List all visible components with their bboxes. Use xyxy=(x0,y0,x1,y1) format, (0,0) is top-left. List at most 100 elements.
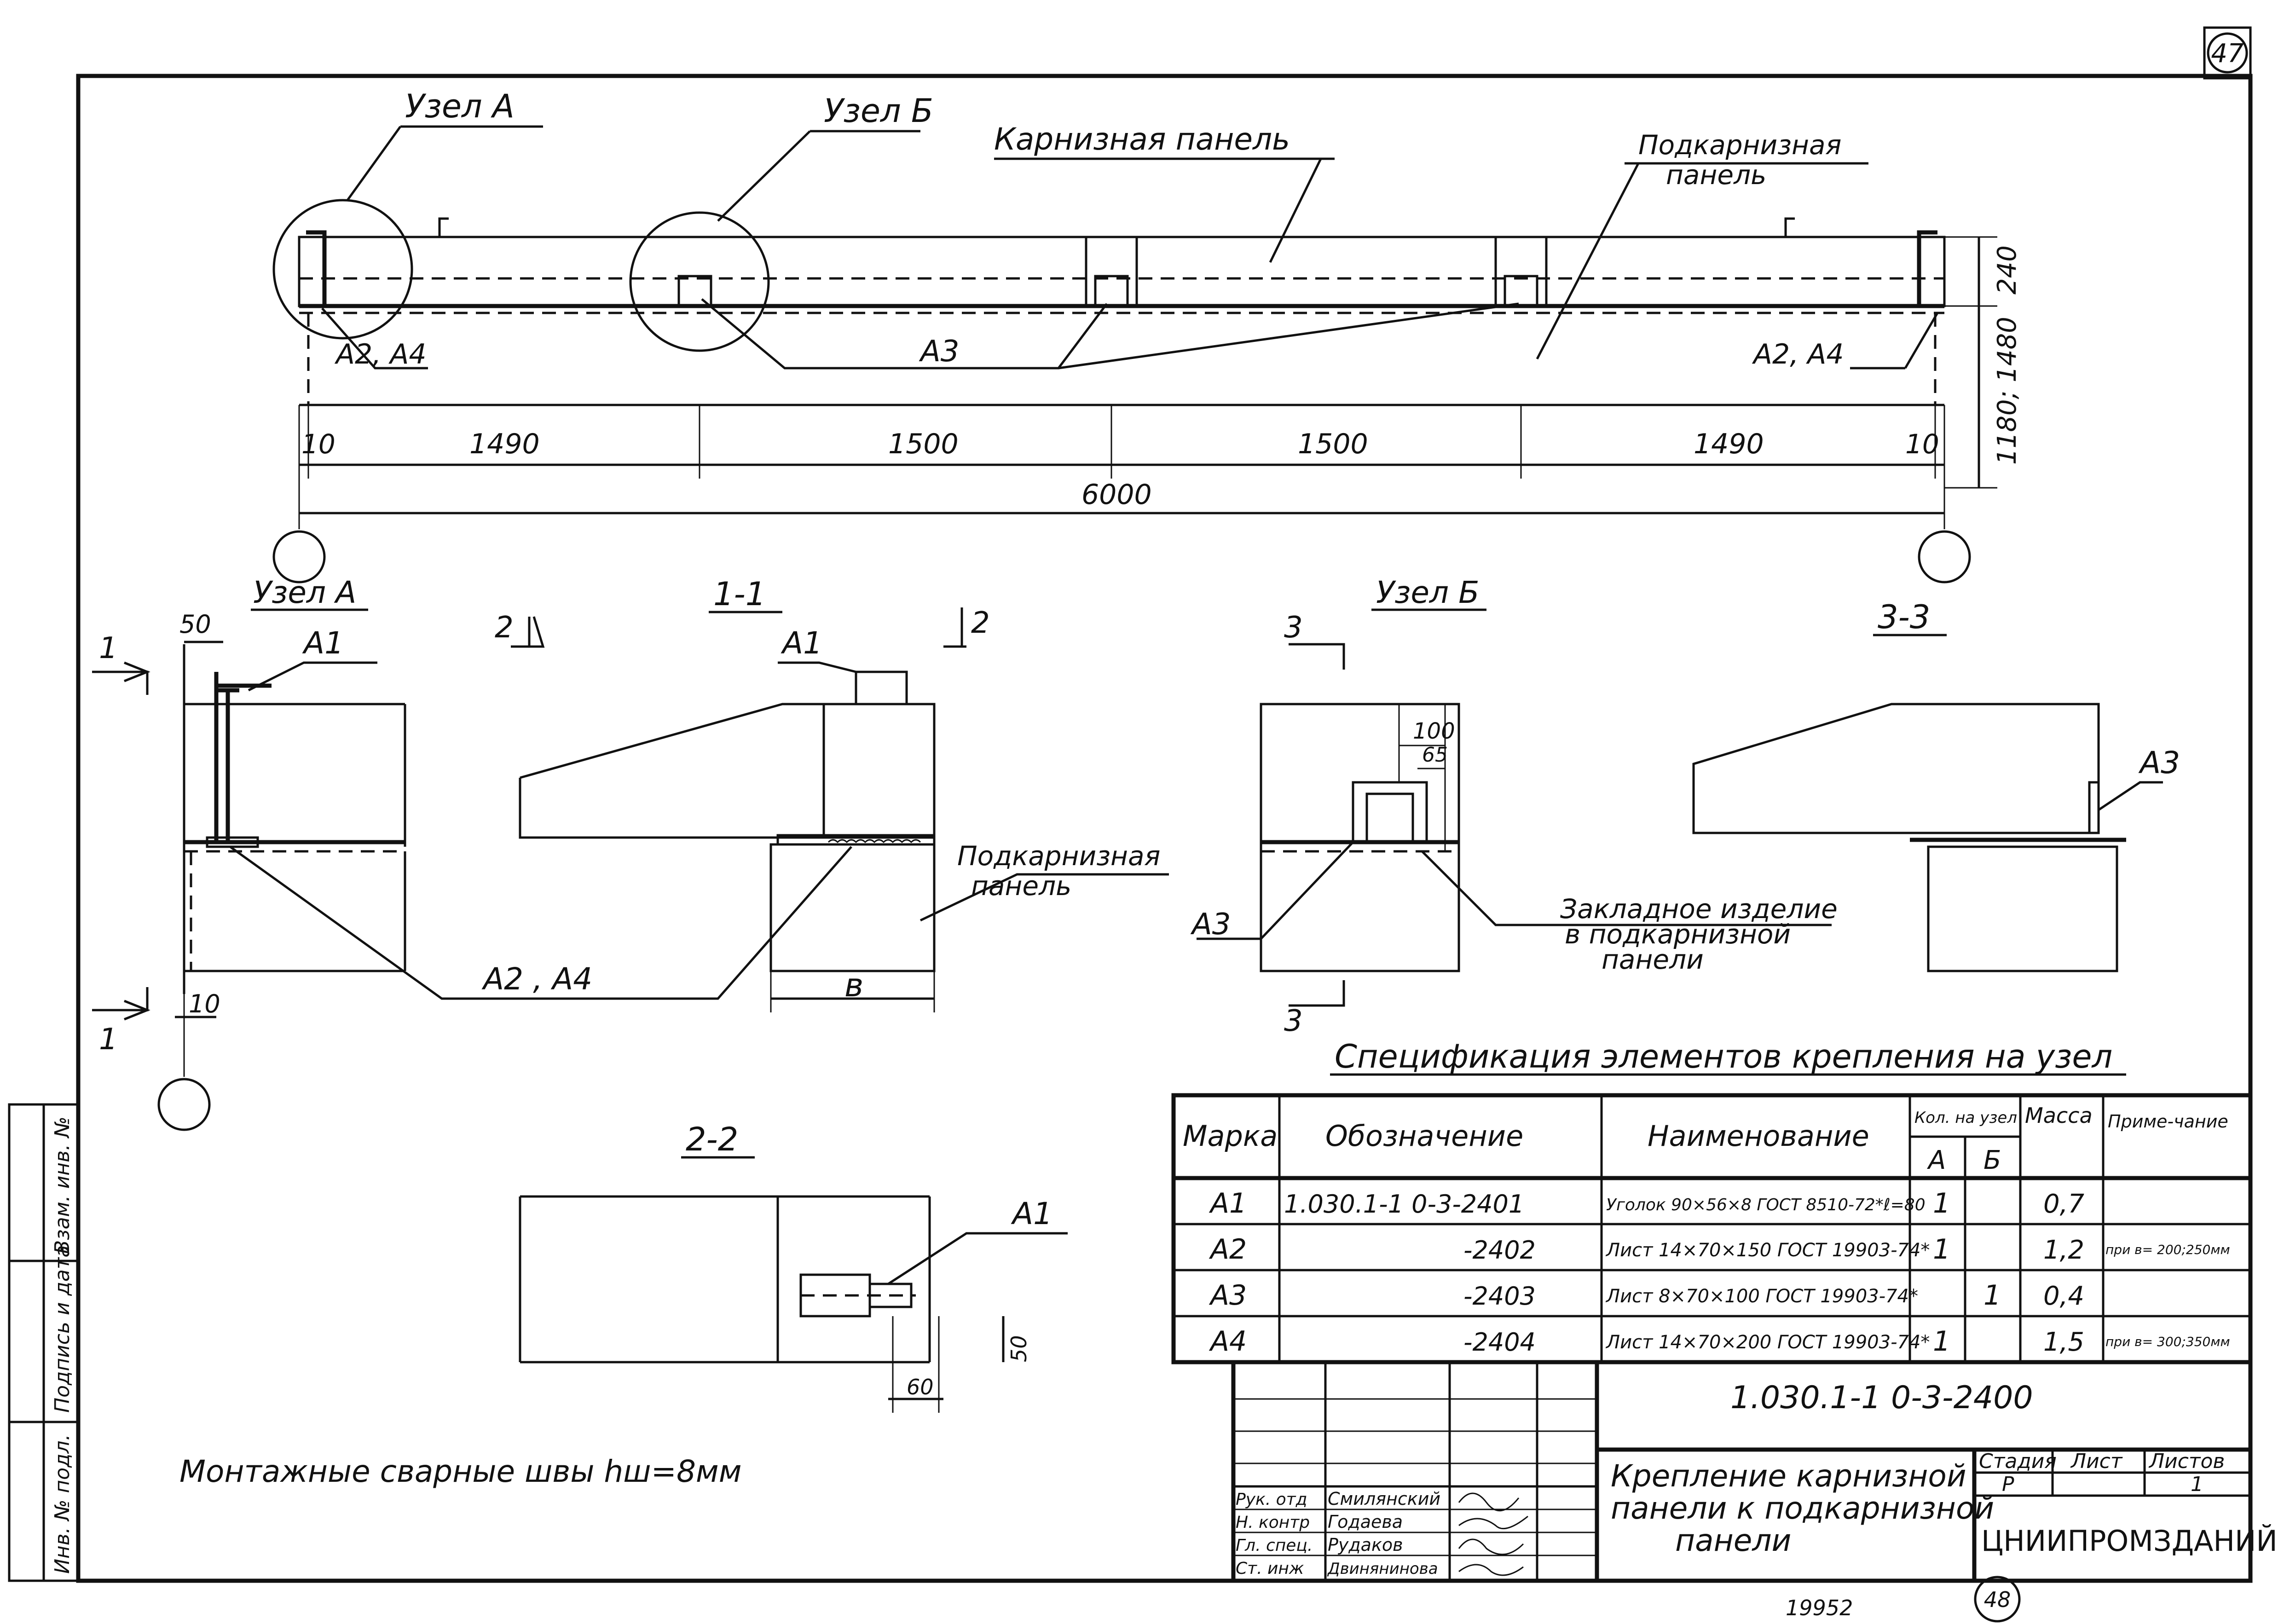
cut-2-right: 2 xyxy=(971,606,990,640)
cut-2-left: 2 xyxy=(495,611,514,645)
table-row: А4 -2404 Лист 14×70×200 ГОСТ 19903-74* 1… xyxy=(1209,1325,2230,1358)
node-b-detail-title: Узел Б xyxy=(1376,575,1479,610)
welds-note: Монтажные сварные швы hш=8мм xyxy=(179,1454,742,1489)
section-1-1-title: 1-1 xyxy=(713,575,766,613)
svg-text:при в= 200;250мм: при в= 200;250мм xyxy=(2105,1242,2230,1257)
elevation-view xyxy=(272,199,1946,406)
svg-text:-2403: -2403 xyxy=(1463,1282,1536,1311)
dim-50: 50 xyxy=(179,610,211,639)
dim-1500-a: 1500 xyxy=(888,428,959,460)
spec-h-qty-a: А xyxy=(1927,1145,1946,1175)
title-line-2: панели к подкарнизной xyxy=(1611,1491,1994,1526)
svg-text:А2: А2 xyxy=(1209,1233,1247,1266)
dim-1490-b: 1490 xyxy=(1694,428,1764,460)
svg-text:1: 1 xyxy=(1933,1187,1950,1219)
axis-marker-left xyxy=(272,530,326,584)
svg-text:Уголок 90×56×8 ГОСТ 8510-72*ℓ=: Уголок 90×56×8 ГОСТ 8510-72*ℓ=80 xyxy=(1606,1196,1926,1214)
table-row: А2 -2402 Лист 14×70×150 ГОСТ 19903-74* 1… xyxy=(1209,1233,2230,1266)
svg-text:Лист 8×70×100 ГОСТ 19903-74*: Лист 8×70×100 ГОСТ 19903-74* xyxy=(1605,1286,1918,1307)
svg-text:1: 1 xyxy=(1984,1279,2001,1312)
a2a4-section-label: А2 , А4 xyxy=(481,961,592,997)
title-block: 1.030.1-1 0-3-2400 Крепление карнизной п… xyxy=(1231,1360,2278,1583)
spec-h-mass: Масса xyxy=(2025,1103,2093,1128)
embedded-label-2: в подкарнизной xyxy=(1565,919,1791,950)
a2a4-section-leader xyxy=(229,845,852,1000)
spec-h-designation: Обозначение xyxy=(1325,1119,1523,1153)
cut-3-bottom: 3 xyxy=(1284,1004,1303,1038)
section-1-1-subpanel-1: Подкарнизная xyxy=(957,840,1160,872)
dim-10-left: 10 xyxy=(301,428,335,460)
sheet-header: Лист xyxy=(2070,1450,2123,1473)
embedded-label-1: Закладное изделие xyxy=(1560,893,1838,925)
node-a-label: Узел А xyxy=(405,87,515,125)
axis-marker-right xyxy=(1918,530,1971,584)
node-a-detail-title: Узел А xyxy=(253,575,356,610)
svg-text:1.030.1-1 0-3-2401: 1.030.1-1 0-3-2401 xyxy=(1284,1190,1524,1219)
section-3-3: 3-3 А3 xyxy=(1692,598,2180,972)
elevation-leaders: Узел А Узел Б Карнизная панель Подкарниз… xyxy=(321,87,1939,370)
section-2-2-title: 2-2 xyxy=(686,1121,738,1158)
elevation-dimensions: 10 1490 1500 1500 1490 10 6000 240 1180;… xyxy=(272,236,2022,584)
person-role: Н. контр xyxy=(1236,1513,1310,1532)
cut-1-top: 1 xyxy=(99,631,118,665)
subcornice-panel-label-2: панель xyxy=(1666,159,1766,191)
spec-h-qty-b: Б xyxy=(1984,1145,2001,1175)
person-name: Годаева xyxy=(1328,1512,1403,1532)
signature xyxy=(1458,1564,1524,1576)
section-3-3-a3-label: А3 xyxy=(2138,745,2180,780)
svg-text:0,4: 0,4 xyxy=(2043,1281,2084,1311)
table-row: А3 -2403 Лист 8×70×100 ГОСТ 19903-74* 1 … xyxy=(1209,1279,2084,1312)
spec-h-name: Наименование xyxy=(1648,1119,1869,1153)
stage-value: Р xyxy=(2002,1473,2014,1496)
svg-text:Лист 14×70×150 ГОСТ 19903-74*: Лист 14×70×150 ГОСТ 19903-74* xyxy=(1605,1240,1930,1261)
svg-text:А4: А4 xyxy=(1209,1325,1247,1358)
title-line-3: панели xyxy=(1675,1523,1791,1558)
side-replace-label: Взам. инв. № xyxy=(51,1116,74,1254)
signature xyxy=(1458,1515,1528,1530)
svg-text:1: 1 xyxy=(1933,1325,1950,1358)
dim-65: 65 xyxy=(1422,743,1448,767)
node-b-detail: Узел Б 100 65 3 3 А3 Закладное изделие в… xyxy=(1190,575,1838,1038)
cornice-panel-label: Карнизная панель xyxy=(994,121,1290,157)
sheet-frame xyxy=(76,74,2253,1583)
svg-text:Лист 14×70×200 ГОСТ 19903-74*: Лист 14×70×200 ГОСТ 19903-74* xyxy=(1605,1332,1930,1353)
signature xyxy=(1458,1492,1520,1512)
section-1-1-subpanel-2: панель xyxy=(971,870,1071,902)
next-page-marker xyxy=(1974,1576,2021,1623)
svg-text:А3: А3 xyxy=(1209,1279,1247,1312)
dim-1500-b: 1500 xyxy=(1298,428,1368,460)
section-1-1-a1-label: А1 xyxy=(781,625,822,661)
spec-h-mark: Марка xyxy=(1183,1119,1278,1153)
section-2-2-a1-label: А1 xyxy=(1011,1196,1052,1231)
svg-text:при в= 300;350мм: при в= 300;350мм xyxy=(2105,1334,2230,1349)
person-name: Смилянский xyxy=(1328,1489,1440,1509)
sheets-value: 1 xyxy=(2191,1473,2203,1496)
embedded-label-3: панели xyxy=(1602,944,1704,975)
svg-text:А1: А1 xyxy=(1209,1187,1247,1219)
stage-header: Стадия xyxy=(1979,1450,2057,1473)
person-name: Двинянинова xyxy=(1327,1560,1438,1578)
dim-6000: 6000 xyxy=(1081,479,1152,511)
svg-text:1,5: 1,5 xyxy=(2043,1327,2084,1357)
svg-text:1,2: 1,2 xyxy=(2043,1235,2084,1265)
organization-name: ЦНИИПРОМЗДАНИЙ xyxy=(1981,1524,2278,1558)
svg-text:0,7: 0,7 xyxy=(2043,1189,2084,1219)
page-number-box xyxy=(2203,26,2252,80)
dim-50b: 50 xyxy=(1006,1335,1031,1362)
table-row: А1 1.030.1-1 0-3-2401 Уголок 90×56×8 ГОС… xyxy=(1209,1187,2084,1219)
side-stamp: Инв. № подл. Подпись и дата Взам. инв. № xyxy=(8,1103,80,1582)
svg-text:1: 1 xyxy=(1933,1233,1950,1266)
signature xyxy=(1458,1538,1524,1555)
side-inv-label: Инв. № подл. xyxy=(51,1434,74,1574)
person-role: Гл. спец. xyxy=(1236,1536,1313,1555)
section-1-1: 1-1 в 2 2 А1 Подкарнизная панель xyxy=(495,575,1169,1012)
svg-text:-2404: -2404 xyxy=(1463,1328,1536,1357)
next-page-number: 48 xyxy=(1984,1587,2011,1612)
person-name: Рудаков xyxy=(1328,1535,1403,1555)
dim-10: 10 xyxy=(189,989,220,1018)
dim-10-right: 10 xyxy=(1905,428,1939,460)
dim-1490-a: 1490 xyxy=(469,428,540,460)
a2a4-right-label: А2, А4 xyxy=(1752,338,1844,370)
dim-240: 240 xyxy=(1992,245,2022,295)
